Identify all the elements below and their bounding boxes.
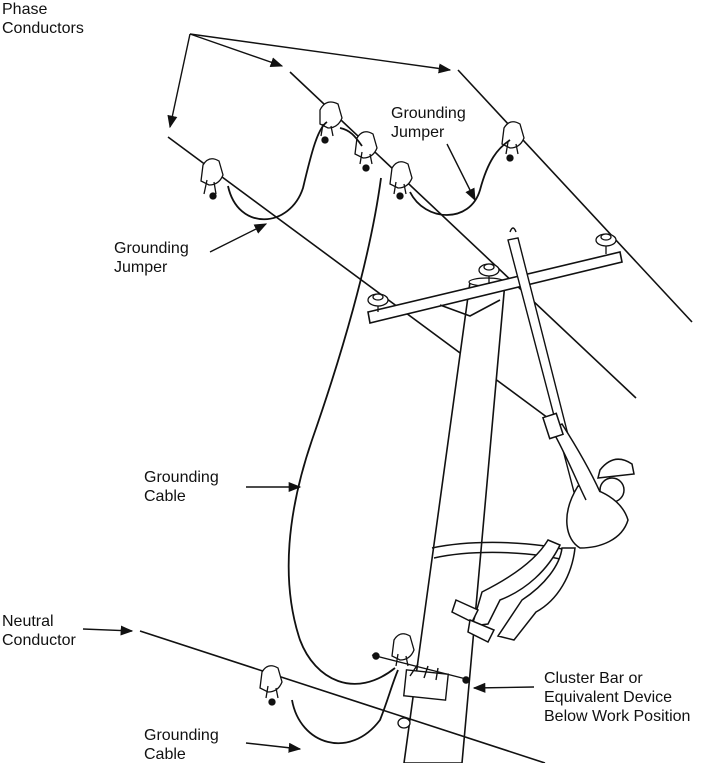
neutral-conductor-line <box>139 630 546 764</box>
label-arrows <box>82 33 535 753</box>
cross-arm <box>367 251 623 324</box>
ground-clamp-icon <box>389 161 413 200</box>
jumper-right <box>409 139 511 216</box>
grounding-cable-bottom-line <box>291 669 399 745</box>
label-grounding-jumper-top: Grounding Jumper <box>391 105 466 141</box>
ground-clamp-icon <box>354 131 378 172</box>
label-grounding-jumper-left: Grounding Jumper <box>114 240 189 276</box>
phase-conductor-middle <box>289 71 637 399</box>
label-grounding-cable-bottom: Grounding Cable <box>144 727 219 763</box>
phase-ground-clamps <box>200 101 525 200</box>
crossarm-insulators <box>367 233 617 312</box>
label-neutral-conductor: Neutral Conductor <box>2 613 76 649</box>
ground-clamp-icon <box>259 665 283 706</box>
ground-clamp-icon <box>200 158 224 200</box>
cluster-bar-icon <box>371 652 471 701</box>
jumper-left <box>227 121 328 221</box>
ground-clamp-icon <box>501 121 525 162</box>
ground-clamp-icon <box>319 101 343 144</box>
insulator-icon <box>478 263 500 284</box>
phase-conductor-right <box>457 69 693 323</box>
insulator-icon <box>367 293 389 312</box>
neutral-hardware <box>259 633 415 745</box>
arrow-jumper-top <box>446 143 476 202</box>
label-phase-conductors: Phase Conductors <box>2 1 84 37</box>
label-grounding-cable-mid: Grounding Cable <box>144 469 219 505</box>
arrow-neutral <box>82 625 134 636</box>
lineman-figure <box>431 412 635 644</box>
arrow-phase-middle <box>189 33 284 68</box>
grounding-cable-main <box>287 177 396 685</box>
arrow-phase-left <box>167 33 191 129</box>
insulator-icon <box>595 233 617 254</box>
arrow-phase-right <box>189 33 452 74</box>
arrow-cable-bottom <box>245 742 302 753</box>
grounding-jumpers <box>227 121 511 221</box>
arrow-cluster-bar <box>472 682 535 693</box>
ground-clamp-icon <box>391 633 415 667</box>
arrow-jumper-left <box>209 223 268 253</box>
jumper-short <box>339 127 363 147</box>
insulator-icon <box>397 717 411 729</box>
label-cluster-bar: Cluster Bar or Equivalent Device Below W… <box>544 670 691 725</box>
